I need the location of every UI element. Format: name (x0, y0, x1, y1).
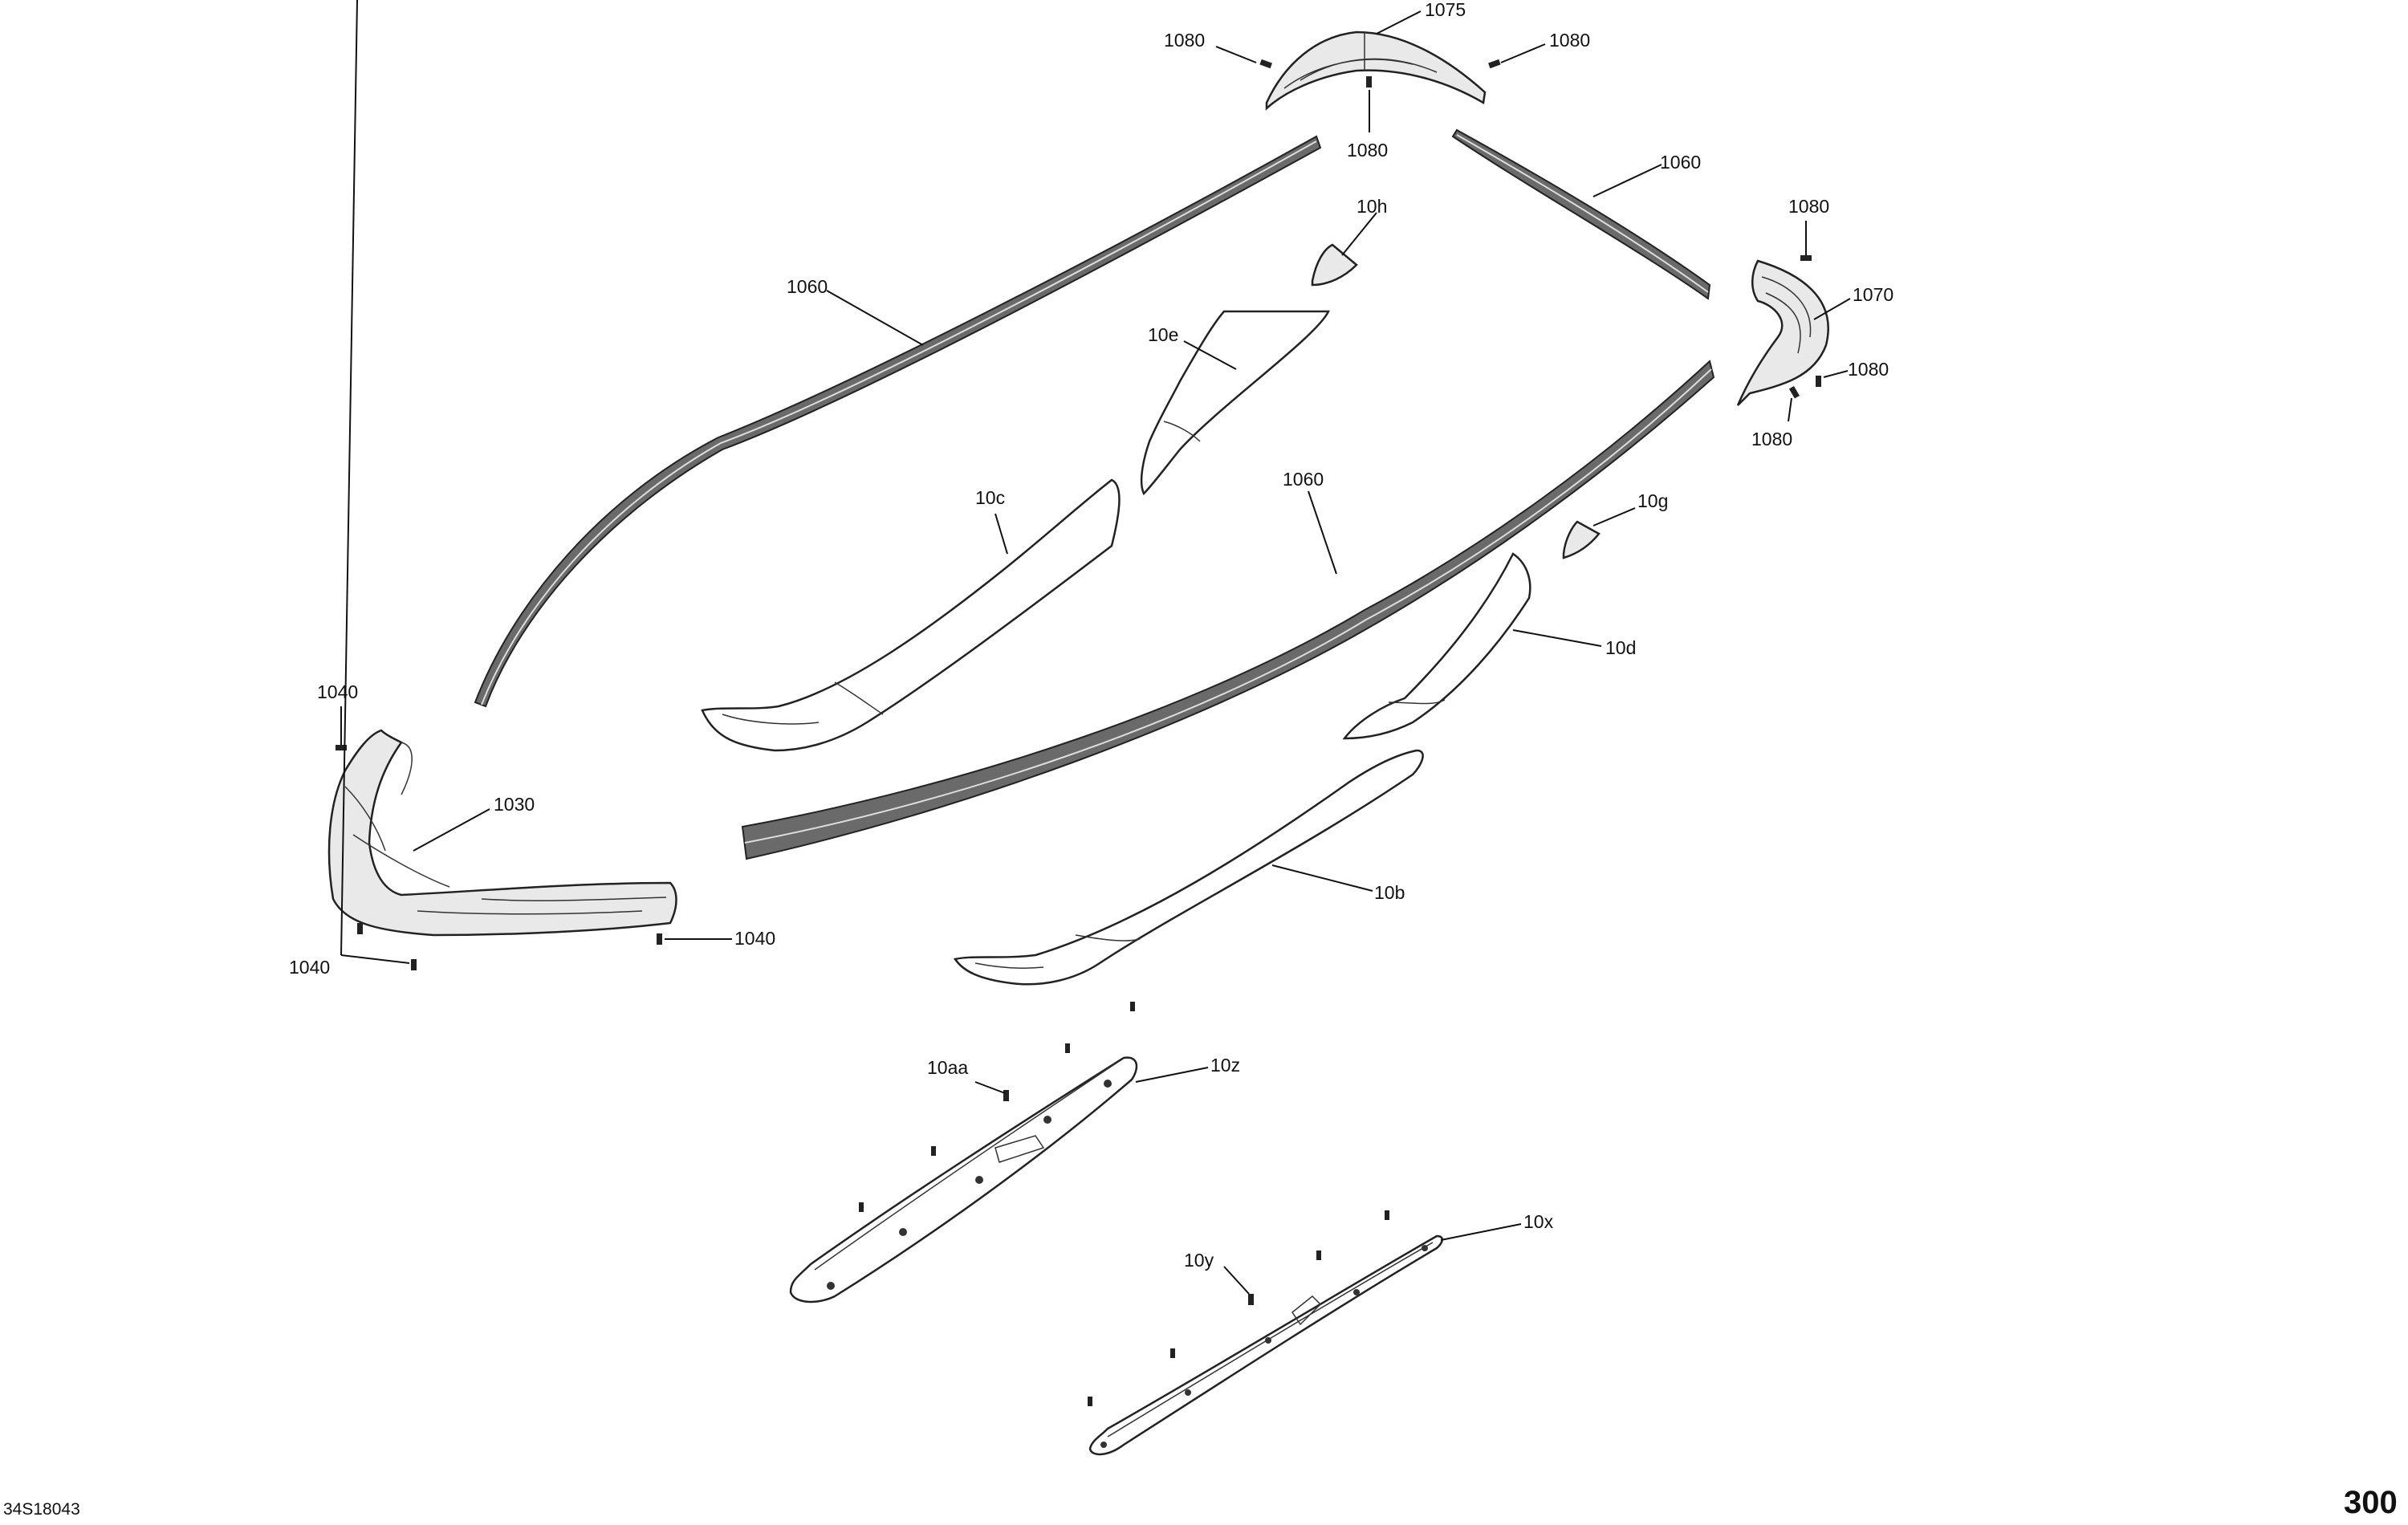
leader-10z (1135, 1067, 1209, 1083)
callout-10z: 10z (1210, 1055, 1240, 1076)
leader-10x (1440, 1223, 1522, 1241)
screw-1080-top-left (1259, 59, 1272, 69)
leader-10d (1512, 629, 1602, 647)
page-number: 300 (2344, 1485, 2398, 1520)
screw-10x-d (1088, 1397, 1092, 1406)
leader-1040-bottom-b (340, 954, 410, 964)
drawing-number: 34S18043 (3, 1500, 80, 1519)
leader-10b (1271, 864, 1373, 892)
screw-1040-bottom-a (357, 923, 363, 934)
callout-10y: 10y (1184, 1250, 1214, 1271)
leader-1080-top-left (1215, 46, 1257, 63)
callout-1075: 1075 (1425, 0, 1466, 20)
screw-1040-right (657, 933, 662, 945)
part-10d-deck-pad (1342, 552, 1531, 740)
leader-1030 (413, 808, 490, 852)
screw-1080-right-bottom (1788, 385, 1800, 399)
leader-1080-right-mid (1823, 370, 1849, 378)
callout-10b: 10b (1374, 882, 1405, 903)
screw-10aa (1003, 1090, 1009, 1101)
callout-1040-right: 1040 (734, 928, 775, 949)
leader-10aa (974, 1081, 1006, 1094)
part-10e-deck-pad (1140, 310, 1330, 496)
leader-10y (1223, 1266, 1250, 1295)
part-1060-right-rail (1451, 128, 1711, 300)
part-10z-step-plate (789, 1056, 1138, 1303)
callout-10c: 10c (975, 487, 1005, 508)
callout-10x: 10x (1523, 1211, 1554, 1232)
leader-1040-bottom (340, 0, 358, 956)
screw-1040-bottom-b (411, 959, 417, 970)
leader-10g (1592, 507, 1636, 527)
screw-1040-top (336, 745, 347, 750)
screw-1080-right-top (1800, 255, 1812, 261)
callout-1030: 1030 (494, 794, 535, 815)
leader-10e (1183, 340, 1237, 370)
part-10c-deck-pad (701, 478, 1121, 752)
screw-1080-top-right (1488, 59, 1501, 69)
screw-10z-c (931, 1146, 936, 1156)
callout-1040-bottom: 1040 (289, 957, 330, 978)
callout-10d: 10d (1605, 637, 1636, 658)
part-1060-left-rail (474, 135, 1322, 708)
screw-10x-a (1385, 1210, 1389, 1220)
callout-1040-top: 1040 (317, 681, 358, 702)
callout-1080-right-top: 1080 (1788, 196, 1829, 217)
leader-10h (1341, 212, 1377, 256)
leader-1060-left (826, 290, 924, 346)
part-10b-deck-pad (953, 749, 1424, 986)
callout-1060-left: 1060 (787, 276, 828, 297)
screw-10x-b (1316, 1250, 1321, 1260)
callout-1060-top-right: 1060 (1660, 152, 1701, 173)
leader-1080-right-bottom (1788, 397, 1792, 422)
leader-1060-top-right (1592, 164, 1662, 197)
screw-10z-d (859, 1202, 864, 1212)
screw-10z-a (1130, 1002, 1135, 1011)
screw-10z-b (1065, 1043, 1070, 1053)
callout-1080-top-below: 1080 (1347, 140, 1388, 161)
callout-1060-center: 1060 (1283, 469, 1324, 490)
part-1075-rear-cap (1265, 31, 1487, 111)
screw-1080-top-below (1366, 76, 1372, 87)
leader-1075 (1376, 10, 1422, 35)
callout-10h: 10h (1357, 196, 1387, 217)
callout-10g: 10g (1637, 490, 1668, 511)
callout-10aa: 10aa (927, 1057, 968, 1078)
leader-1080-top-right (1500, 43, 1546, 63)
callout-10e: 10e (1148, 324, 1178, 345)
part-1060-center-rail (741, 360, 1715, 860)
leader-1070 (1813, 298, 1851, 320)
callout-1080-top-right: 1080 (1549, 30, 1590, 51)
part-10x-step-plate (1088, 1234, 1443, 1456)
callout-1080-right-bottom: 1080 (1751, 429, 1792, 449)
screw-1080-right-mid (1816, 376, 1821, 387)
part-1030-front-bumper (327, 729, 677, 937)
part-1070-side-cap (1736, 259, 1829, 406)
screw-10x-c (1170, 1348, 1175, 1358)
callout-1080-top-left: 1080 (1164, 30, 1205, 51)
leader-1060-center (1308, 490, 1337, 575)
leader-10c (995, 513, 1008, 555)
screw-10y (1248, 1294, 1254, 1305)
part-10g-trim-tab (1562, 520, 1601, 559)
callout-1080-right-mid: 1080 (1848, 359, 1889, 380)
part-10h-trim-tab (1311, 243, 1358, 287)
callout-1070: 1070 (1853, 284, 1893, 305)
